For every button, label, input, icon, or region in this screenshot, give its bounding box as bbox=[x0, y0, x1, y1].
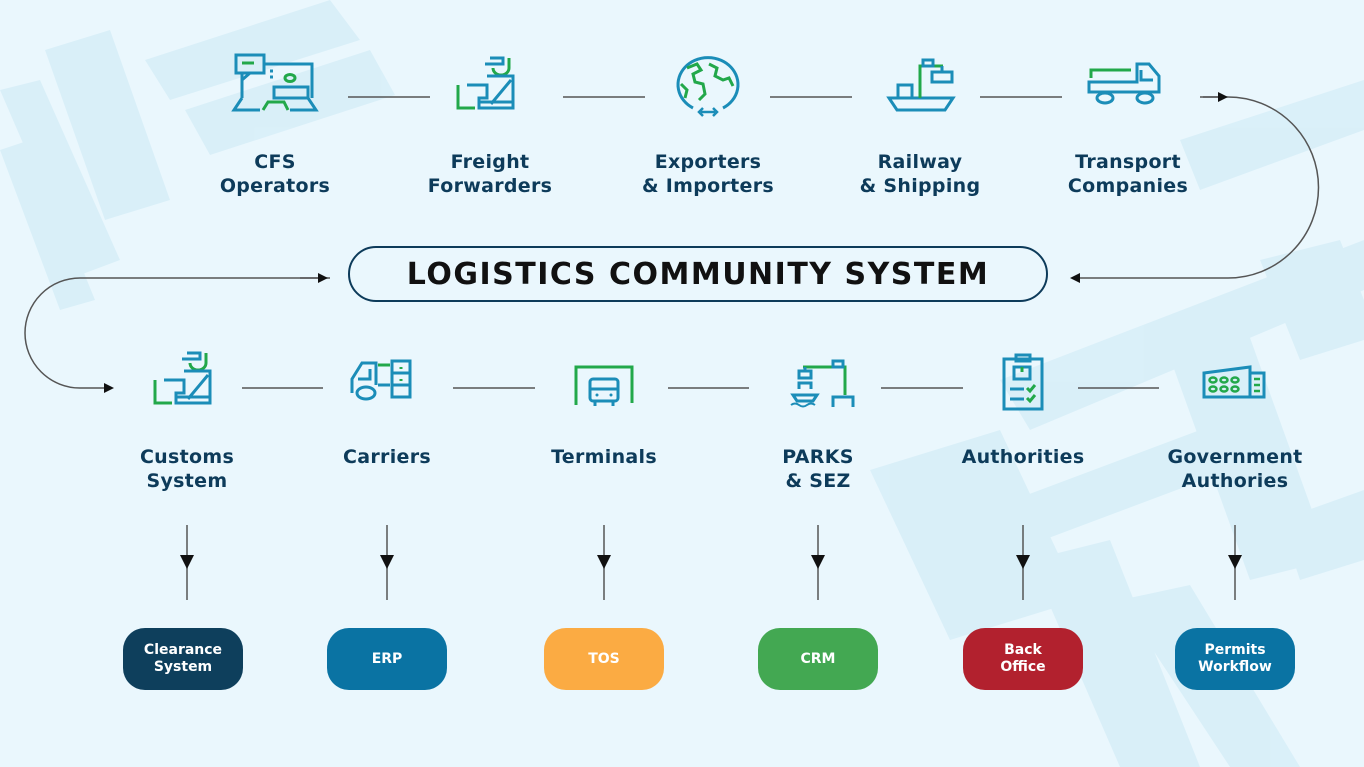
node-label: Railway & Shipping bbox=[859, 151, 981, 197]
ship-crane-icon bbox=[886, 58, 956, 112]
loop-arrow-left bbox=[24, 277, 330, 393]
system-label: Back Office bbox=[1000, 642, 1046, 675]
arrowhead bbox=[811, 555, 825, 569]
arrowhead bbox=[1228, 555, 1242, 569]
node-label: Carriers bbox=[343, 446, 431, 468]
officer-desk-icon bbox=[153, 351, 212, 405]
arrowhead bbox=[380, 555, 394, 569]
node-label: Terminals bbox=[551, 446, 657, 468]
system-label: Permits Workflow bbox=[1198, 642, 1272, 675]
system-back-office[interactable]: Back Office bbox=[963, 628, 1083, 690]
system-clearance-system[interactable]: Clearance System bbox=[123, 628, 243, 690]
system-crm[interactable]: CRM bbox=[758, 628, 878, 690]
officer-desk-icon bbox=[456, 56, 515, 110]
system-permits-workflow[interactable]: Permits Workflow bbox=[1175, 628, 1295, 690]
arrowhead bbox=[1016, 555, 1030, 569]
system-tos[interactable]: TOS bbox=[544, 628, 664, 690]
port-crane-icon bbox=[790, 359, 855, 408]
system-erp[interactable]: ERP bbox=[327, 628, 447, 690]
government-building-icon bbox=[1202, 365, 1266, 399]
node-label: Freight Forwarders bbox=[427, 151, 553, 197]
arrowhead bbox=[180, 555, 194, 569]
node-label: Government Authories bbox=[1167, 446, 1303, 492]
computer-chat-icon bbox=[231, 53, 319, 112]
hub-title: LOGISTICS COMMUNITY SYSTEM bbox=[406, 256, 990, 292]
truck-icon bbox=[1087, 62, 1161, 105]
node-label: PARKS & SEZ bbox=[782, 446, 854, 492]
node-label: Exporters & Importers bbox=[641, 151, 775, 197]
arrowhead bbox=[597, 555, 611, 569]
logistics-community-system-hub: LOGISTICS COMMUNITY SYSTEM bbox=[348, 246, 1048, 302]
node-label: CFS Operators bbox=[219, 151, 331, 197]
truck-cargo-icon bbox=[350, 359, 412, 401]
system-label: TOS bbox=[588, 650, 620, 667]
system-label: ERP bbox=[371, 650, 403, 667]
clipboard-check-icon bbox=[1002, 353, 1044, 411]
node-label: Transport Companies bbox=[1067, 151, 1189, 197]
system-label: Clearance System bbox=[143, 642, 223, 675]
bus-terminal-icon bbox=[574, 365, 634, 406]
system-label: CRM bbox=[800, 650, 836, 667]
globe-exchange-icon bbox=[676, 56, 740, 117]
node-label: Authorities bbox=[961, 446, 1085, 468]
node-label: Customs System bbox=[139, 446, 235, 492]
loop-arrow-right bbox=[1070, 96, 1320, 283]
